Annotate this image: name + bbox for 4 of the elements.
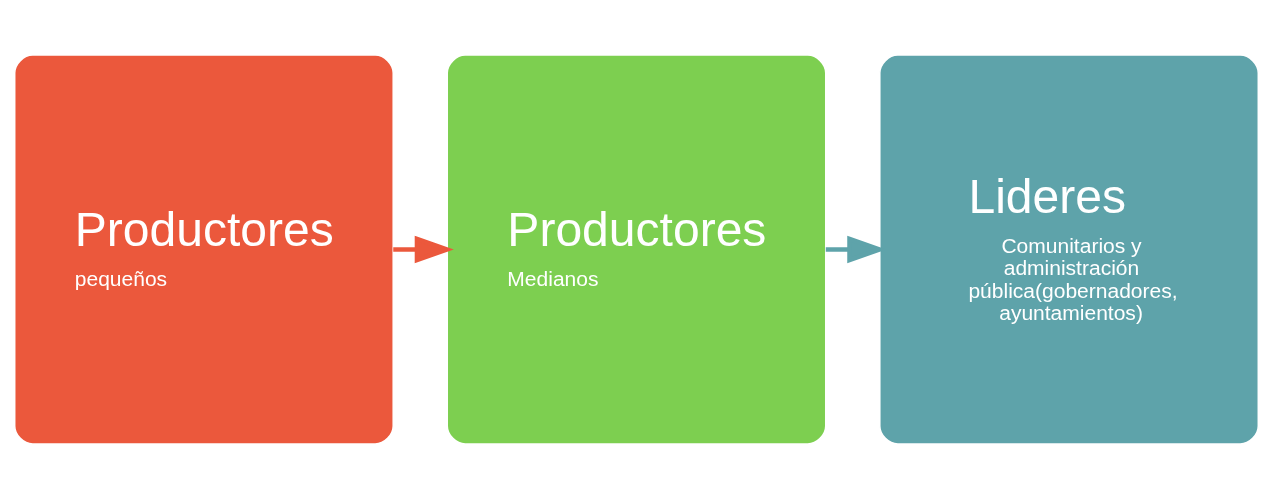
- node-box: Productores pequeños: [13, 53, 394, 445]
- node-box: Lideres Comunitarios y administración pública(gobernadores, ayuntamientos): [879, 53, 1260, 445]
- arrow: [393, 235, 454, 263]
- node-box: Productores Medianos: [446, 53, 827, 445]
